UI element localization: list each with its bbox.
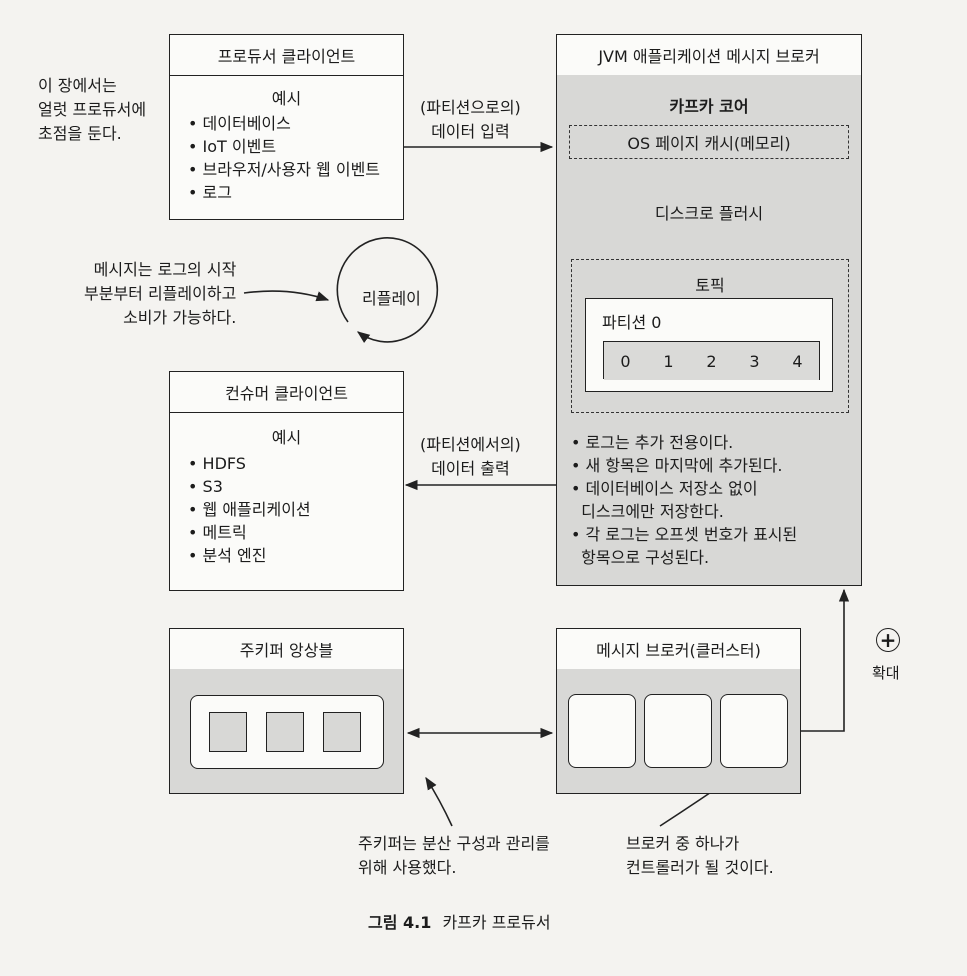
- broker-title: JVM 애플리케이션 메시지 브로커: [557, 35, 861, 76]
- replay-note-arrow: [243, 290, 330, 302]
- producer-example-list: 데이터베이스 IoT 이벤트 브라우저/사용자 웹 이벤트 로그: [188, 112, 380, 204]
- broker-node: [568, 694, 636, 768]
- output-arrow-label: (파티션에서의) 데이터 출력: [420, 435, 521, 478]
- controller-note: 브로커 중 하나가 컨트롤러가 될 것이다.: [626, 834, 774, 877]
- topic-label: 토픽: [695, 276, 725, 295]
- figure-number: 그림 4.1: [368, 913, 432, 932]
- list-item: IoT 이벤트: [188, 135, 380, 158]
- figure-caption: 그림 4.1 카프카 프로듀서: [368, 909, 551, 933]
- list-item: 디스크에만 저장한다.: [581, 502, 724, 521]
- list-item: 항목으로 구성된다.: [581, 548, 710, 567]
- broker-notes: • 로그는 추가 전용이다. • 새 항목은 마지막에 추가된다. • 데이터베…: [571, 431, 797, 569]
- zookeeper-ensemble: [190, 695, 384, 769]
- replay-note: 메시지는 로그의 시작 부분부터 리플레이하고 소비가 가능하다.: [84, 260, 237, 327]
- list-item: 데이터베이스: [188, 112, 380, 135]
- broker-box: JVM 애플리케이션 메시지 브로커 카프카 코어 OS 페이지 캐시(메모리)…: [556, 34, 862, 586]
- topic-box: 토픽 파티션 0 0 1 2 3 4: [571, 259, 849, 413]
- producer-example-label: 예시: [271, 89, 302, 108]
- list-item: • 로그는 추가 전용이다.: [571, 433, 734, 452]
- offset-cell: 2: [690, 342, 734, 380]
- zookeeper-box: 주키퍼 앙상블: [169, 628, 404, 794]
- partition-box: 파티션 0 0 1 2 3 4: [585, 298, 833, 392]
- list-item: 메트릭: [188, 521, 311, 544]
- broker-cluster-box: 메시지 브로커(클러스터): [556, 628, 801, 794]
- consumer-client-title: 컨슈머 클라이언트: [170, 372, 403, 413]
- broker-node: [644, 694, 712, 768]
- list-item: 로그: [188, 181, 380, 204]
- zookeeper-node: [209, 712, 247, 752]
- offset-cell: 0: [604, 342, 648, 380]
- partition-log: 0 1 2 3 4: [603, 341, 820, 380]
- zookeeper-node: [266, 712, 304, 752]
- zookeeper-node: [323, 712, 361, 752]
- replay-label: 리플레이: [362, 289, 421, 308]
- producer-client-box: 프로듀서 클라이언트 예시 데이터베이스 IoT 이벤트 브라우저/사용자 웹 …: [169, 34, 404, 220]
- zookeeper-note: 주키퍼는 분산 구성과 관리를 위해 사용했다.: [358, 834, 550, 877]
- list-item: • 각 로그는 오프셋 번호가 표시된: [571, 525, 798, 544]
- offset-cell: 1: [647, 342, 691, 380]
- zoom-arrow: [790, 588, 850, 732]
- list-item: HDFS: [188, 452, 311, 475]
- offset-cell: 3: [733, 342, 777, 380]
- input-arrow-label: (파티션으로의) 데이터 입력: [420, 98, 521, 141]
- flush-label: 디스크로 플러시: [654, 204, 764, 223]
- list-item: 분석 엔진: [188, 544, 311, 567]
- page-cache-box: OS 페이지 캐시(메모리): [569, 125, 849, 159]
- list-item: 웹 애플리케이션: [188, 498, 311, 521]
- zoom-plus-icon: +: [876, 628, 900, 652]
- page-cache-label: OS 페이지 캐시(메모리): [627, 134, 791, 153]
- zookeeper-title: 주키퍼 앙상블: [170, 629, 403, 670]
- producer-client-title: 프로듀서 클라이언트: [170, 35, 403, 76]
- consumer-client-box: 컨슈머 클라이언트 예시 HDFS S3 웹 애플리케이션 메트릭 분석 엔진: [169, 371, 404, 591]
- list-item: 브라우저/사용자 웹 이벤트: [188, 158, 380, 181]
- partition-label: 파티션 0: [602, 313, 662, 332]
- list-item: • 새 항목은 마지막에 추가된다.: [571, 456, 783, 475]
- producer-focus-note: 이 장에서는 얼럿 프로듀서에 초점을 둔다.: [38, 76, 147, 143]
- consumer-example-list: HDFS S3 웹 애플리케이션 메트릭 분석 엔진: [188, 452, 311, 567]
- offset-cell: 4: [776, 342, 820, 380]
- kafka-core-label: 카프카 코어: [669, 97, 749, 116]
- consumer-example-label: 예시: [271, 428, 302, 447]
- zookeeper-note-arrow: [425, 776, 453, 827]
- zoom-label: 확대: [872, 664, 900, 682]
- broker-cluster-title: 메시지 브로커(클러스터): [557, 629, 800, 670]
- broker-node: [720, 694, 788, 768]
- figure-title: 카프카 프로듀서: [442, 913, 551, 932]
- list-item: S3: [188, 475, 311, 498]
- replay-circle: [336, 237, 439, 344]
- list-item: • 데이터베이스 저장소 없이: [571, 479, 758, 498]
